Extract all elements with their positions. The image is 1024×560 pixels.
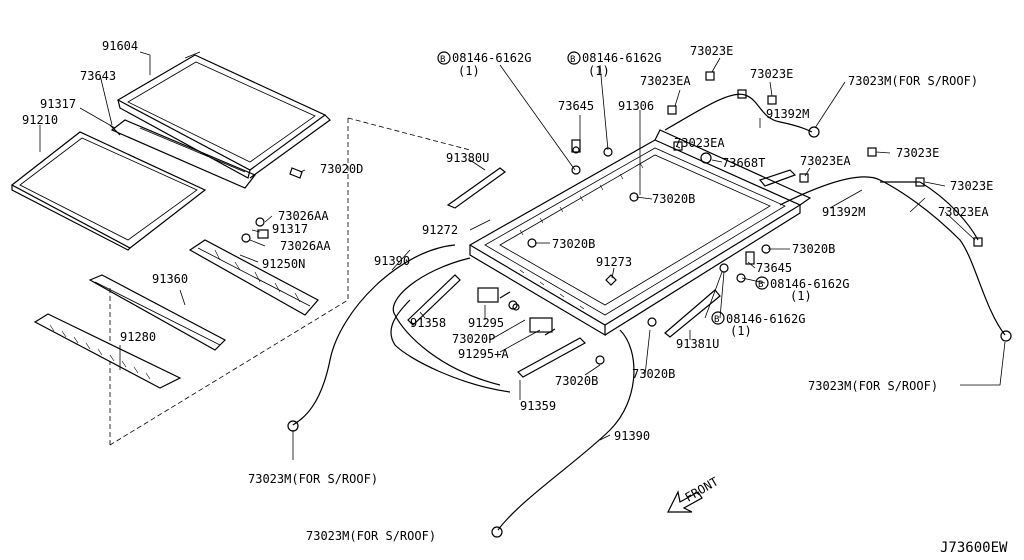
- callout-73020P: 73020P: [452, 332, 495, 346]
- bolt-b-icon: B: [711, 311, 725, 325]
- front-direction-indicator: [667, 490, 703, 513]
- callout-91392M: 91392M: [822, 205, 865, 219]
- callout-73645: 73645: [756, 261, 792, 275]
- callout-91317: 91317: [40, 97, 76, 111]
- callout-91359: 91359: [520, 399, 556, 413]
- callout-73020B: 73020B: [552, 237, 595, 251]
- callout-08146-6162G: 08146-6162G: [726, 312, 805, 326]
- bolt-b-icon: B: [437, 51, 451, 65]
- svg-text:B: B: [570, 55, 575, 65]
- front-label: FRONT: [683, 474, 721, 504]
- callout-91380U: 91380U: [446, 151, 489, 165]
- callout-73020D: 73020D: [320, 162, 363, 176]
- callout-91381U: 91381U: [676, 337, 719, 351]
- callout-08146-6162G: 08146-6162G: [582, 51, 661, 65]
- hose-clips: [287, 71, 1012, 538]
- callout-73668T: 73668T: [722, 156, 765, 170]
- callout-73020B: 73020B: [632, 367, 675, 381]
- drive-cables-91390: [292, 244, 635, 531]
- callout-73020B: 73020B: [652, 192, 695, 206]
- diagram-id: J73600EW: [940, 540, 1008, 556]
- callout-qty-1: (1): [790, 289, 812, 303]
- bolt-b-icon: B: [755, 276, 769, 290]
- callout-73020B: 73020B: [555, 374, 598, 388]
- callout-91210: 91210: [22, 113, 58, 127]
- callout-73023M-left: 73023M(FOR S/ROOF): [248, 472, 378, 486]
- leader-lines: [39, 51, 1006, 460]
- callout-91392M: 91392M: [766, 107, 809, 121]
- left-group-boundary: [109, 117, 471, 446]
- callout-73023EA: 73023EA: [640, 74, 691, 88]
- callout-labels: 91604 73643 91317 91210 73020D 73026AA 9…: [22, 39, 993, 543]
- wind-deflector-91250N: [188, 239, 319, 316]
- callout-91250N: 91250N: [262, 257, 305, 271]
- callout-73026AA: 73026AA: [278, 209, 329, 223]
- svg-text:B: B: [758, 280, 763, 290]
- callout-91273: 91273: [596, 255, 632, 269]
- callout-73023E: 73023E: [750, 67, 793, 81]
- callout-73023M-topright: 73023M(FOR S/ROOF): [848, 74, 978, 88]
- callout-08146-6162G: 08146-6162G: [770, 277, 849, 291]
- callout-91390: 91390: [614, 429, 650, 443]
- callout-91306: 91306: [618, 99, 654, 113]
- svg-text:B: B: [714, 315, 719, 325]
- deflector-brackets: [446, 167, 721, 338]
- callout-91604: 91604: [102, 39, 138, 53]
- callout-qty-1: (1): [588, 64, 610, 78]
- callout-73023M-bottom: 73023M(FOR S/ROOF): [306, 529, 436, 543]
- callout-73023E: 73023E: [690, 44, 733, 58]
- callout-73023M-right: 73023M(FOR S/ROOF): [808, 379, 938, 393]
- callout-91280: 91280: [120, 330, 156, 344]
- callout-73023EA: 73023EA: [674, 136, 725, 150]
- callout-73645: 73645: [558, 99, 594, 113]
- callout-91358: 91358: [410, 316, 446, 330]
- callout-73026AA: 73026AA: [280, 239, 331, 253]
- glass-lid-91604: [116, 51, 331, 179]
- callout-73023EA: 73023EA: [938, 205, 989, 219]
- callout-73023E: 73023E: [896, 146, 939, 160]
- drive-assemblies: [407, 274, 586, 378]
- callout-91317: 91317: [272, 222, 308, 236]
- callout-91390: 91390: [374, 254, 410, 268]
- callout-73643: 73643: [80, 69, 116, 83]
- callout-73020B: 73020B: [792, 242, 835, 256]
- rail-strip-91360: [88, 274, 226, 351]
- glass-panel-91210: [10, 131, 207, 251]
- callout-qty-1: (1): [458, 64, 480, 78]
- callout-91295-A: 91295+A: [458, 347, 509, 361]
- callout-08146-6162G: 08146-6162G: [452, 51, 531, 65]
- bolt-b-symbols: B B B B: [437, 51, 769, 325]
- callout-91272: 91272: [422, 223, 458, 237]
- callout-73023EA: 73023EA: [800, 154, 851, 168]
- callout-73023E: 73023E: [950, 179, 993, 193]
- bolt-b-icon: B: [567, 51, 581, 65]
- sunroof-frame-91306: [468, 129, 812, 337]
- callout-qty-1: (1): [730, 324, 752, 338]
- drain-hoses-91392M: [664, 93, 1006, 336]
- lid-frame-73643: [109, 119, 256, 189]
- sunshade-91280: [33, 313, 182, 389]
- left-fasteners: [241, 167, 303, 243]
- callout-91295: 91295: [468, 316, 504, 330]
- svg-text:B: B: [440, 55, 445, 65]
- callout-91360: 91360: [152, 272, 188, 286]
